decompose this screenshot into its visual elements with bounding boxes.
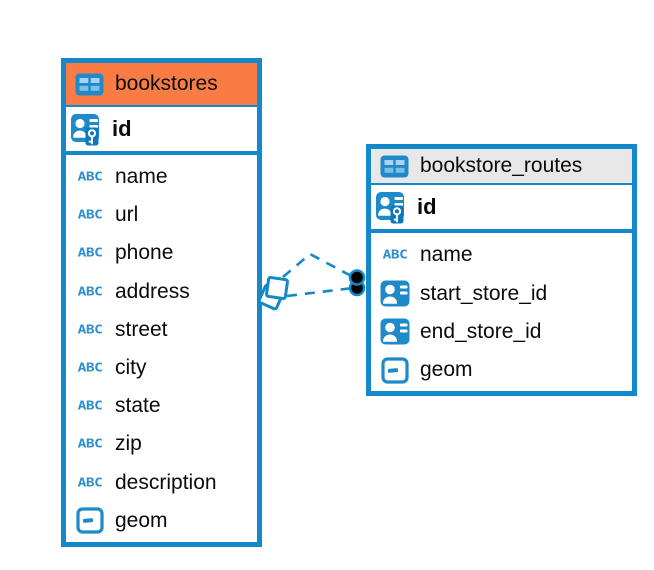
entity-table-bookstores[interactable]: bookstores id ABC name ABC url [61, 58, 262, 547]
column-name: geom [420, 358, 473, 382]
column-name: city [115, 356, 147, 380]
table-icon [377, 155, 411, 178]
column-name: zip [115, 432, 142, 456]
column-row[interactable]: ABC url [66, 196, 257, 234]
table-header-bookstores[interactable]: bookstores [66, 63, 257, 107]
column-row[interactable]: geom [371, 351, 632, 389]
diamond-marker [257, 276, 289, 311]
column-name: id [112, 116, 132, 141]
column-name: address [115, 279, 190, 303]
column-name: name [420, 243, 473, 267]
text-type-icon: ABC [77, 322, 103, 337]
text-type-icon: ABC [77, 399, 103, 414]
text-type-icon: ABC [382, 248, 408, 263]
column-row[interactable]: ABC zip [66, 425, 257, 463]
relationship-line-lower[interactable] [286, 286, 354, 298]
column-row[interactable]: ABC description [66, 464, 257, 502]
table-title: bookstores [115, 72, 218, 95]
text-type-icon: ABC [77, 284, 103, 299]
column-name: state [115, 394, 161, 418]
column-name: id [417, 194, 437, 219]
dot-marker [348, 269, 366, 297]
foreign-key-icon [378, 280, 412, 307]
foreign-key-icon [378, 318, 412, 345]
column-row[interactable]: ABC address [66, 273, 257, 311]
column-name: name [115, 165, 168, 189]
column-row[interactable]: ABC name [371, 236, 632, 274]
table-icon [72, 73, 106, 96]
column-name: geom [115, 508, 168, 532]
column-row-pk[interactable]: id [66, 107, 257, 155]
entity-table-bookstore-routes[interactable]: bookstore_routes id ABC name [366, 144, 637, 396]
text-type-icon: ABC [77, 170, 103, 185]
geometry-type-icon [378, 357, 412, 384]
column-row[interactable]: end_store_id [371, 313, 632, 351]
text-type-icon: ABC [77, 437, 103, 452]
relationship-line-upper[interactable] [282, 252, 356, 280]
relationship-connector[interactable] [245, 235, 385, 330]
geometry-type-icon [73, 507, 107, 534]
primary-key-icon [70, 113, 104, 146]
primary-key-icon [375, 191, 409, 224]
column-row[interactable]: ABC city [66, 349, 257, 387]
column-name: description [115, 470, 217, 494]
text-type-icon: ABC [77, 475, 103, 490]
column-row-pk[interactable]: id [371, 185, 632, 233]
column-row[interactable]: start_store_id [371, 274, 632, 312]
column-row[interactable]: ABC name [66, 158, 257, 196]
text-type-icon: ABC [77, 208, 103, 223]
column-row[interactable]: ABC street [66, 311, 257, 349]
text-type-icon: ABC [77, 360, 103, 376]
table-header-bookstore-routes[interactable]: bookstore_routes [371, 149, 632, 185]
column-name: street [115, 317, 168, 341]
column-name: start_store_id [420, 281, 548, 305]
column-row[interactable]: geom [66, 502, 257, 540]
text-type-icon: ABC [77, 246, 103, 261]
column-row[interactable]: ABC phone [66, 234, 257, 272]
column-name: phone [115, 241, 174, 265]
column-name: url [115, 203, 139, 227]
table-title: bookstore_routes [420, 154, 583, 177]
column-name: end_store_id [420, 319, 542, 343]
column-row[interactable]: ABC state [66, 387, 257, 425]
